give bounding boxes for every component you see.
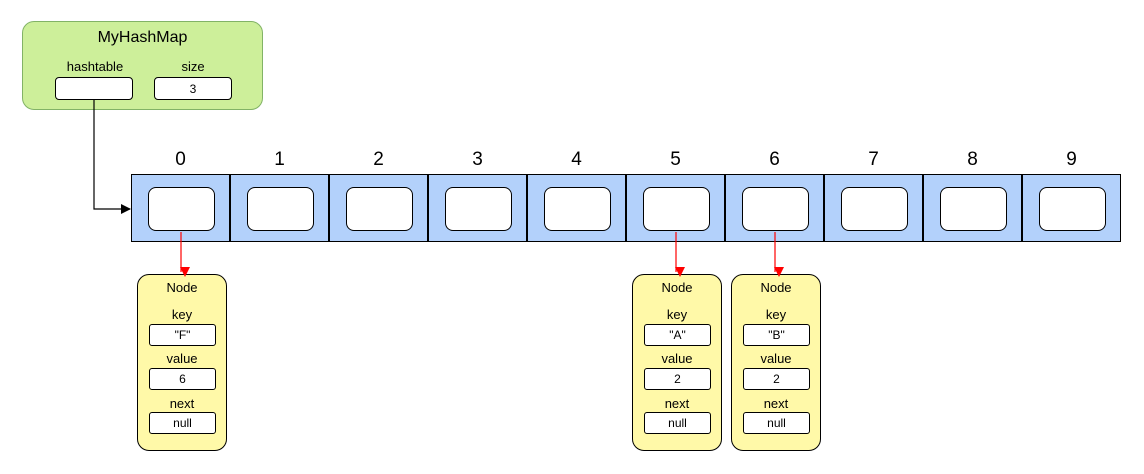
table-cell (923, 174, 1022, 242)
node-value-label: value (166, 351, 198, 366)
hashtable-field-label: hashtable (66, 59, 124, 74)
size-field-box: 3 (154, 77, 232, 100)
table-slot (346, 187, 413, 231)
node-next-label: next (664, 396, 690, 411)
table-cell (824, 174, 923, 242)
table-slot (148, 187, 215, 231)
table-slot (1039, 187, 1106, 231)
node-value-label: value (760, 351, 792, 366)
table-index-label: 5 (670, 149, 681, 170)
node-title: Node (760, 280, 792, 295)
table-cell (1022, 174, 1121, 242)
table-index-label: 9 (1066, 149, 1077, 170)
node-key-label: key (171, 307, 193, 322)
node-key-value: "A" (644, 324, 711, 346)
table-index-label: 8 (967, 149, 978, 170)
table-index-label: 7 (868, 149, 879, 170)
node-value-value: 2 (743, 368, 810, 390)
hashtable-reference-arrow (93, 99, 131, 214)
node-key-label: key (765, 307, 787, 322)
node-next-value: null (644, 412, 711, 434)
table-index-label: 0 (175, 149, 186, 170)
table-cell (329, 174, 428, 242)
table-slot (544, 187, 611, 231)
table-index-label: 2 (373, 149, 384, 170)
table-cell (230, 174, 329, 242)
table-slot (247, 187, 314, 231)
node-box: Node key "B" value 2 next null (731, 274, 821, 451)
table-cell (527, 174, 626, 242)
table-slot (643, 187, 710, 231)
node-key-label: key (666, 307, 688, 322)
table-index-label: 3 (472, 149, 483, 170)
hashmap-title: MyHashMap (97, 29, 188, 46)
node-next-label: next (169, 396, 195, 411)
size-field-label: size (181, 59, 205, 74)
node-next-value: null (743, 412, 810, 434)
node-next-value: null (149, 412, 216, 434)
node-value-value: 6 (149, 368, 216, 390)
node-box: Node key "A" value 2 next null (632, 274, 722, 451)
table-slot (940, 187, 1007, 231)
node-box: Node key "F" value 6 next null (137, 274, 227, 451)
node-title: Node (661, 280, 693, 295)
table-slot (445, 187, 512, 231)
table-cell (725, 174, 824, 242)
node-value-label: value (661, 351, 693, 366)
node-key-value: "B" (743, 324, 810, 346)
table-slot (742, 187, 809, 231)
node-key-value: "F" (149, 324, 216, 346)
table-cell (626, 174, 725, 242)
node-title: Node (166, 280, 198, 295)
table-index-label: 4 (571, 149, 582, 170)
node-next-label: next (763, 396, 789, 411)
hashmap-object: MyHashMap hashtable size 3 (22, 21, 263, 110)
node-value-value: 2 (644, 368, 711, 390)
table-cell (428, 174, 527, 242)
table-index-label: 1 (274, 149, 285, 170)
table-index-label: 6 (769, 149, 780, 170)
table-slot (841, 187, 908, 231)
